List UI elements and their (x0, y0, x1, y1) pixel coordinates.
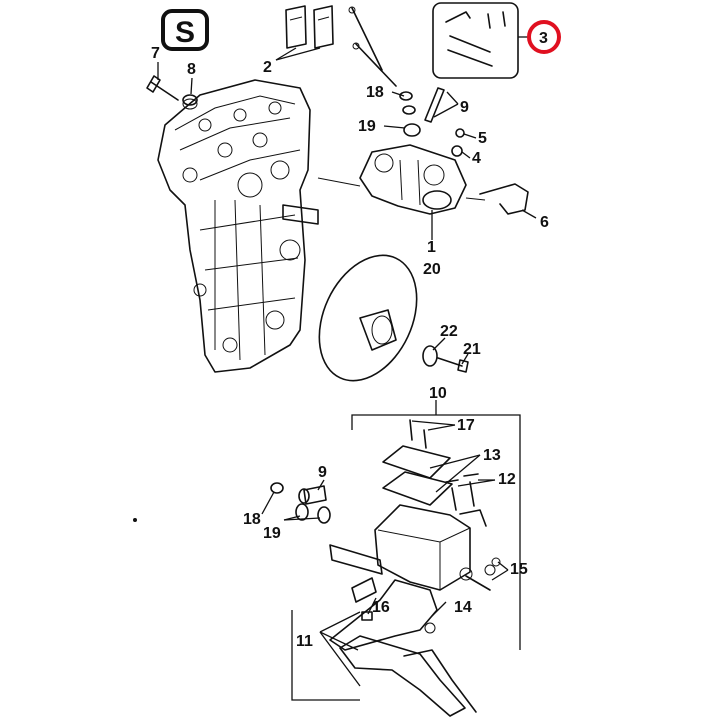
logo-letter: S (175, 16, 195, 49)
caliper-body-part-1 (317, 144, 467, 215)
callout-10: 10 (429, 385, 447, 402)
callout-20: 20 (423, 261, 441, 278)
callout-19-upper: 19 (358, 118, 376, 135)
callout-labels: 7 8 2 3 18 19 9 5 4 6 1 20 22 21 10 17 1… (151, 30, 549, 650)
edge-dot (133, 518, 137, 522)
callout-13: 13 (483, 447, 501, 464)
callout-14: 14 (454, 599, 472, 616)
gearbox-housing (157, 79, 319, 373)
leader-lines (157, 47, 537, 687)
callout-6: 6 (540, 214, 549, 231)
callout-12: 12 (498, 471, 516, 488)
lower-assembly (329, 419, 501, 717)
callout-9-lower: 9 (318, 464, 327, 481)
selector-rods (348, 6, 397, 87)
brand-logo: S (161, 9, 209, 51)
callout-18-upper: 18 (366, 84, 384, 101)
callout-15: 15 (510, 561, 528, 578)
fasteners-upper-18-19 (399, 87, 445, 137)
callout-8: 8 (187, 61, 196, 78)
callout-21: 21 (463, 341, 481, 358)
fasteners-lower-9-18-19 (270, 482, 331, 524)
kit-box-part-3 (432, 2, 530, 79)
callout-2: 2 (263, 59, 272, 76)
clip-part-6 (465, 183, 529, 215)
brake-disc-part-20 (318, 254, 418, 382)
plates-part-2 (285, 5, 334, 49)
callout-19-lower: 19 (263, 525, 281, 542)
callout-22: 22 (440, 323, 458, 340)
callout-16: 16 (372, 599, 390, 616)
callout-11: 11 (296, 633, 313, 650)
callout-4: 4 (472, 150, 481, 167)
callout-3: 3 (539, 30, 548, 47)
bolt-part-7 (146, 75, 179, 101)
callout-18-lower: 18 (243, 511, 261, 528)
callout-3-highlight-ring (527, 20, 561, 54)
callout-9-upper: 9 (460, 99, 469, 116)
washer-part-8 (182, 94, 198, 110)
callout-7: 7 (151, 45, 160, 62)
callout-5: 5 (478, 130, 487, 147)
washer-bolt-21-22 (422, 345, 469, 373)
callout-1: 1 (427, 239, 436, 256)
fasteners-4-5 (451, 128, 465, 157)
callout-17: 17 (457, 417, 475, 434)
